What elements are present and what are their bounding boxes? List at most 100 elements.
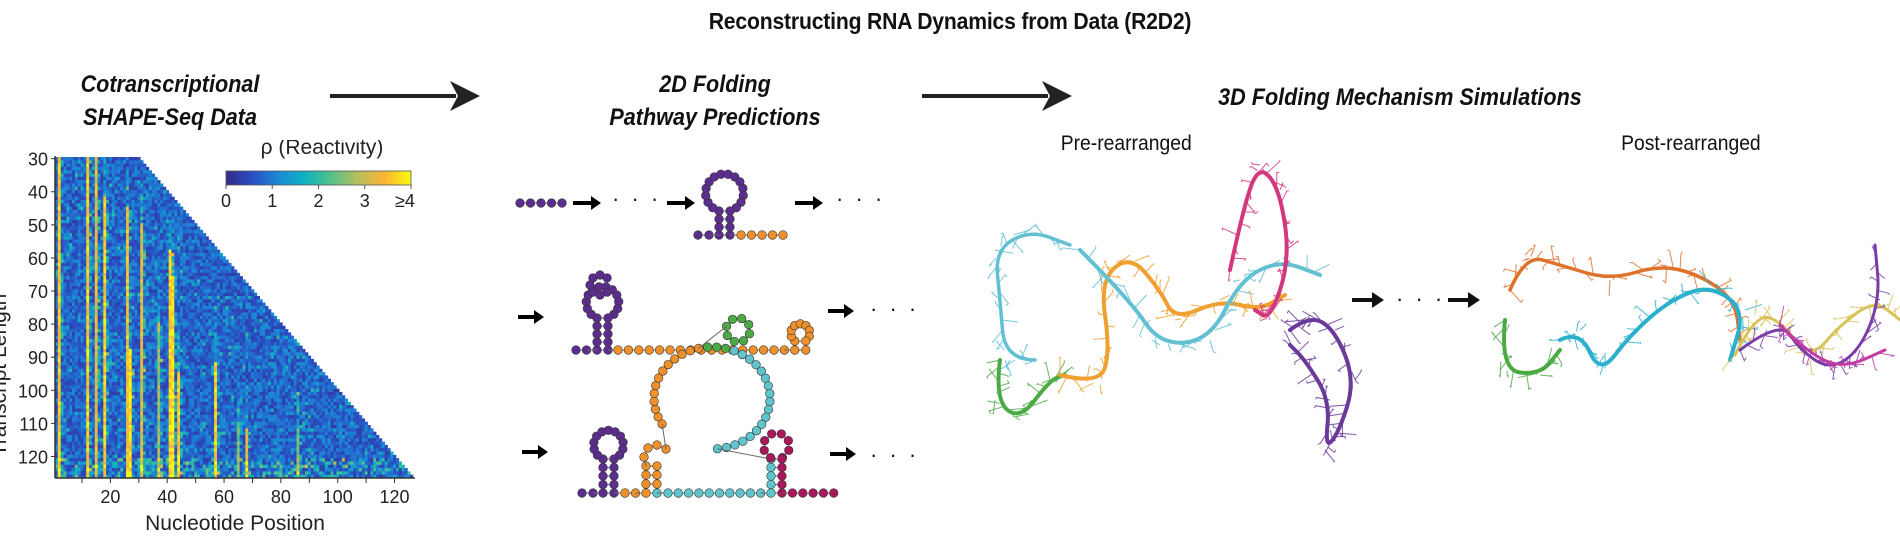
- heatmap-cell: [128, 166, 133, 171]
- heatmap-cell: [66, 252, 70, 257]
- heatmap-cell: [126, 163, 130, 168]
- heatmap-cell: [123, 157, 127, 161]
- heatmap-cell: [128, 401, 133, 406]
- heatmap-cell: [94, 395, 99, 399]
- heatmap-cell: [100, 329, 104, 333]
- heatmap-cell: [66, 352, 70, 356]
- heatmap-cell: [77, 358, 81, 363]
- heatmap-cell: [126, 160, 130, 165]
- heatmap-cell: [114, 378, 118, 383]
- heatmap-cell: [157, 183, 161, 188]
- heatmap-cell: [77, 345, 81, 350]
- heatmap-cell: [191, 269, 195, 274]
- heatmap-cell: [91, 398, 96, 403]
- heatmap-cell: [145, 170, 150, 174]
- heatmap-cell: [106, 183, 110, 188]
- heatmap-cell: [219, 365, 224, 370]
- heatmap-cell: [211, 269, 215, 274]
- heatmap-cell: [239, 286, 243, 290]
- heatmap-cell: [97, 302, 101, 307]
- heatmap-cell: [131, 180, 135, 184]
- heatmap-cell: [94, 170, 99, 174]
- heatmap-cell: [145, 166, 150, 171]
- heatmap-cell: [83, 252, 87, 257]
- heatmap-cell: [273, 352, 278, 356]
- heatmap-cell: [89, 348, 93, 353]
- heatmap-cell: [202, 302, 206, 307]
- heatmap-cell: [174, 272, 178, 277]
- heatmap-cell: [94, 269, 99, 274]
- heatmap-cell: [123, 183, 127, 188]
- heatmap-cell: [137, 365, 141, 370]
- heatmap-cell: [57, 180, 62, 184]
- heatmap-cell: [128, 365, 133, 370]
- heatmap-cell: [197, 382, 201, 386]
- heatmap-cell: [117, 305, 121, 310]
- heatmap-cell: [60, 302, 64, 307]
- heatmap-cell: [302, 378, 306, 383]
- heatmap-cell: [228, 358, 232, 363]
- heatmap-cell: [197, 279, 201, 284]
- heatmap-cell: [262, 388, 266, 393]
- heatmap-cell: [202, 348, 206, 353]
- heatmap-cell: [117, 256, 121, 260]
- heatmap-cell: [106, 223, 110, 227]
- heatmap-cell: [307, 375, 312, 380]
- heatmap-cell: [148, 170, 152, 174]
- heatmap-cell: [123, 186, 127, 191]
- heatmap-cell: [157, 259, 161, 264]
- heatmap-cell: [74, 368, 79, 373]
- heatmap-cell: [174, 352, 178, 356]
- heatmap-cell: [219, 391, 224, 396]
- heatmap-cell: [77, 401, 81, 406]
- heatmap-cell: [57, 170, 62, 174]
- heatmap-cell: [188, 362, 192, 366]
- heatmap-cell: [77, 339, 81, 343]
- heatmap-cell: [66, 319, 70, 323]
- heatmap-cell: [111, 391, 116, 396]
- heatmap-cell: [91, 305, 96, 310]
- heatmap-cell: [143, 335, 147, 340]
- heatmap-cell: [199, 352, 204, 356]
- heatmap-cell: [123, 200, 127, 204]
- heatmap-cell: [72, 209, 76, 214]
- heatmap-cell: [108, 236, 113, 241]
- heatmap-cell: [299, 382, 303, 386]
- heatmap-cell: [143, 216, 147, 221]
- heatmap-cell: [148, 226, 152, 231]
- heatmap-cell: [140, 223, 144, 227]
- heatmap-cell: [123, 180, 127, 184]
- heatmap-cell: [100, 196, 104, 201]
- heatmap-cell: [103, 375, 107, 380]
- heatmap-cell: [180, 282, 184, 287]
- heatmap-cell: [143, 226, 147, 231]
- heatmap-cell: [145, 391, 150, 396]
- heatmap-cell: [128, 193, 133, 198]
- heatmap-cell: [202, 243, 206, 247]
- heatmap-cell: [185, 348, 189, 353]
- heatmap-cell: [168, 362, 172, 366]
- heatmap-cell: [83, 173, 87, 178]
- heatmap-cell: [219, 272, 224, 277]
- heatmap-cell: [83, 325, 87, 330]
- heatmap-cell: [106, 365, 110, 370]
- heatmap-cell: [160, 365, 164, 370]
- heatmap-cell: [208, 388, 212, 393]
- heatmap-cell: [194, 332, 198, 337]
- heatmap-cell: [185, 378, 189, 383]
- heatmap-cell: [242, 295, 246, 300]
- heatmap-cell: [108, 223, 113, 227]
- heatmap-cell: [194, 375, 198, 380]
- heatmap-cell: [197, 305, 201, 310]
- heatmap-cell: [94, 282, 99, 287]
- heatmap-cell: [145, 378, 150, 383]
- heatmap-cell: [114, 203, 118, 208]
- heatmap-cell: [265, 332, 269, 337]
- heatmap-cell: [197, 272, 201, 277]
- heatmap-cell: [108, 186, 113, 191]
- heatmap-cell: [89, 352, 93, 356]
- heatmap-cell: [111, 186, 116, 191]
- heatmap-cell: [128, 246, 133, 251]
- heatmap-cell: [239, 362, 243, 366]
- heatmap-cell: [165, 249, 170, 254]
